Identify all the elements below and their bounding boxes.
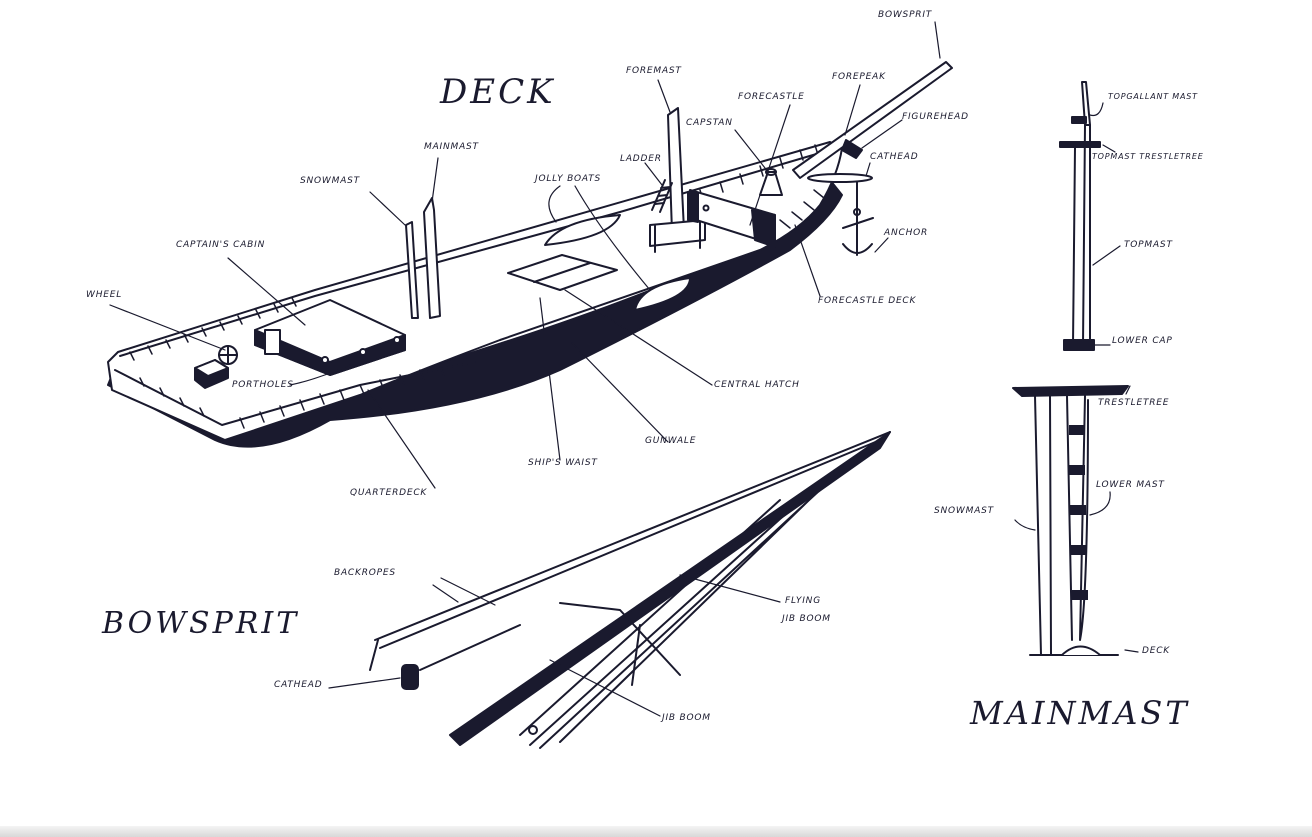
label-forecastle-deck: FORECASTLE DECK xyxy=(818,296,917,306)
label-forecastle: FORECASTLE xyxy=(738,92,805,102)
ladder xyxy=(651,179,673,213)
anchor xyxy=(842,181,874,256)
label-foremast: FOREMAST xyxy=(626,66,682,76)
label-captains-cabin: CAPTAIN'S CABIN xyxy=(176,240,266,250)
label-snowmast: SNOWMAST xyxy=(300,176,360,186)
label-topmast: TOPMAST xyxy=(1124,240,1173,250)
label-ladder: LADDER xyxy=(620,154,662,164)
jolly-boats xyxy=(544,214,691,311)
label-bowsprit: BOWSPRIT xyxy=(878,10,933,20)
mainmast-title: MAINMAST xyxy=(970,694,1190,732)
scan-edge xyxy=(0,826,1312,837)
label-cathead: CATHEAD xyxy=(870,152,919,162)
snowmast-and-mainmast xyxy=(405,197,441,319)
label-figurehead: FIGUREHEAD xyxy=(902,112,969,122)
bowsprit-title: BOWSPRIT xyxy=(102,606,300,641)
label-trestletree: TRESTLETREE xyxy=(1098,398,1170,408)
label-central-hatch: CENTRAL HATCH xyxy=(714,380,800,390)
label-portholes: PORTHOLES xyxy=(232,380,294,390)
forecastle-block xyxy=(687,189,776,248)
label-flying-jib-boom-1: FLYING xyxy=(785,596,821,606)
label-topmast-trestletree: TOPMAST TRESTLETREE xyxy=(1092,152,1204,161)
label-anchor: ANCHOR xyxy=(884,228,929,238)
label-jolly-boats: JOLLY BOATS xyxy=(535,174,602,184)
label-flying-jib-boom-2: JIB BOOM xyxy=(782,614,831,624)
label-forepeak: FOREPEAK xyxy=(832,72,886,82)
label-lower-cap: LOWER CAP xyxy=(1112,336,1173,346)
label-gunwale: GUNWALE xyxy=(645,436,697,446)
label-wheel: WHEEL xyxy=(86,290,123,300)
leader-lines xyxy=(109,21,1139,717)
foremast xyxy=(649,107,706,253)
label-backropes: BACKROPES xyxy=(334,568,396,578)
captains-cabin xyxy=(254,299,406,376)
label-deck: DECK xyxy=(1142,646,1171,656)
label-lower-mast: LOWER MAST xyxy=(1096,480,1165,490)
label-capstan: CAPSTAN xyxy=(686,118,733,128)
deck-bowsprit xyxy=(792,61,953,183)
label-ships-waist: SHIP'S WAIST xyxy=(528,458,598,468)
label-snowmast-mast: SNOWMAST xyxy=(934,506,994,516)
label-quarterdeck: QUARTERDECK xyxy=(350,488,428,498)
label-mainmast: MAINMAST xyxy=(424,142,479,152)
mainmast-detail xyxy=(1012,81,1129,656)
central-hatch xyxy=(507,254,618,291)
wheel xyxy=(194,345,238,389)
label-topgallant-mast: TOPGALLANT MAST xyxy=(1108,92,1198,101)
bowsprit-detail xyxy=(369,431,891,749)
ship-hull xyxy=(107,141,843,448)
deck-title: DECK xyxy=(440,72,556,112)
capstan xyxy=(759,168,783,196)
label-cathead-bowsprit: CATHEAD xyxy=(274,680,323,690)
label-jib-boom: JIB BOOM xyxy=(662,713,711,723)
